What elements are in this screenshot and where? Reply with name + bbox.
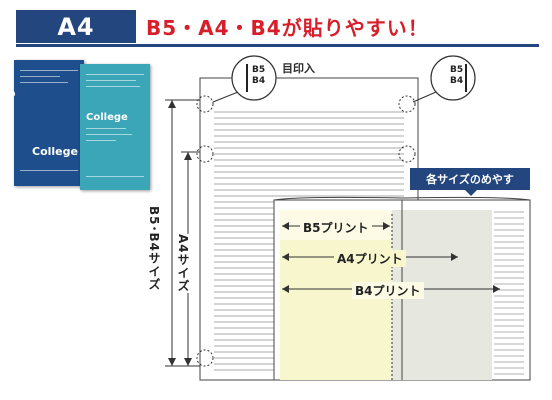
mark-label-right-bottom: B4 — [450, 76, 464, 86]
mark-label-left-bottom: B4 — [252, 76, 266, 86]
cover-strip — [20, 170, 78, 171]
b5b4-size-label: B5･B4サイズ — [146, 206, 163, 291]
cover-strip — [20, 76, 60, 77]
cover-strip — [86, 176, 144, 177]
cover-strip — [86, 128, 126, 129]
mark-circle — [196, 95, 214, 113]
callout-label: 目印入 — [282, 62, 315, 75]
mark-circle — [398, 145, 416, 163]
notebook-cover-back: College — [6, 60, 84, 186]
mark-circle — [196, 349, 214, 367]
mark-circle — [196, 145, 214, 163]
notebook-covers: College College — [6, 60, 154, 190]
dimension-b5b4 — [165, 99, 200, 367]
callout-line — [412, 91, 437, 103]
cover-strip — [86, 134, 132, 135]
cover-strip — [86, 140, 116, 141]
header-underline — [16, 44, 539, 47]
size-guide-badge: 各サイズのめやす — [410, 168, 530, 190]
headline: B5・A4・B4が貼りやすい！ — [146, 16, 429, 40]
a4-print-label: A4プリント — [334, 250, 406, 267]
mark-label-right-top: B5 — [450, 65, 464, 75]
cover-strip — [86, 86, 140, 87]
b5-print-label: B5プリント — [300, 219, 372, 236]
b4-print-label: B4プリント — [352, 282, 424, 299]
notebook-cover-front: College — [80, 64, 150, 190]
size-tab: A4 — [16, 10, 136, 43]
cover-strip — [86, 80, 136, 81]
badge-tail — [465, 190, 477, 196]
mark-label-left-top: B5 — [252, 65, 266, 75]
cover-brand: College — [86, 112, 128, 123]
mark-circle — [398, 95, 416, 113]
cover-strip — [86, 74, 144, 75]
a4-size-label: A4サイズ — [175, 234, 192, 293]
spread-rule-lines — [494, 211, 524, 375]
callout-bubble-right — [430, 55, 476, 101]
cover-back-brand: College — [32, 145, 78, 158]
cover-strip — [20, 70, 78, 71]
cover-strip — [20, 82, 68, 83]
header-bar: A4 B5・A4・B4が貼りやすい！ — [0, 0, 552, 50]
callout-bubble-left — [231, 55, 277, 101]
callout-line — [212, 91, 239, 103]
